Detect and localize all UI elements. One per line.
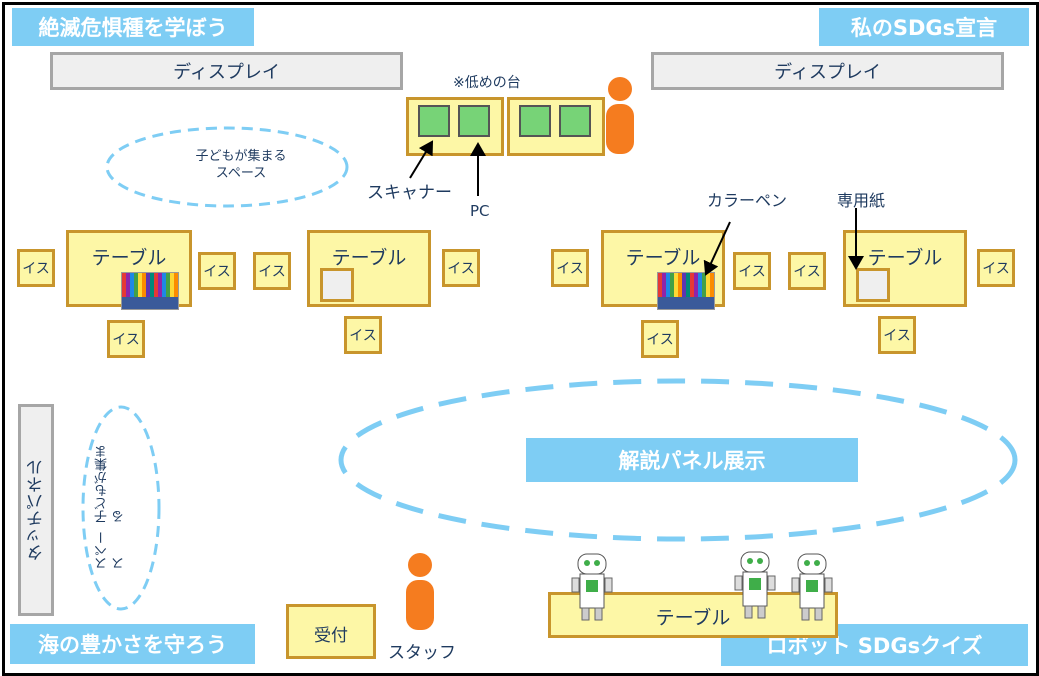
robot-icon [734, 551, 776, 619]
zone-label-sdgs-declaration: 私のSDGs宣言 [819, 8, 1029, 46]
robot-icon [571, 553, 613, 621]
pc-device [559, 105, 591, 137]
color-pen-arrow [703, 221, 731, 276]
scanner-device [418, 105, 450, 137]
table-label: テーブル [867, 247, 943, 269]
chair: イス [198, 252, 236, 290]
chair: イス [788, 252, 826, 290]
scanner-stand-right [507, 97, 605, 156]
pc-device [458, 105, 490, 137]
table-label: テーブル [91, 247, 167, 269]
scanner-device [519, 105, 551, 137]
robot-table-label: テーブル [655, 607, 731, 629]
zone-label-robot-quiz: ロボット SDGsクイズ [721, 624, 1028, 666]
person-icon [606, 77, 634, 154]
chair: イス [442, 249, 480, 287]
color-pen-set-icon [121, 272, 179, 310]
zone-label-text: 海の豊かさを守ろう [38, 633, 227, 657]
zone-label-text: 絶滅危惧種を学ぼう [38, 16, 228, 40]
display-right: ディスプレイ [651, 52, 1004, 90]
chair: イス [344, 316, 382, 354]
touch-panel: タッチパネル [18, 404, 54, 616]
panel-display-text: 解説パネル展示 [618, 449, 766, 473]
color-pen-set-icon [657, 272, 715, 310]
chair: イス [733, 252, 771, 290]
chair: イス [641, 320, 679, 358]
special-paper-icon [320, 268, 354, 302]
chair: イス [977, 249, 1015, 287]
display-label: ディスプレイ [173, 62, 280, 83]
zone-label-text: ロボット SDGsクイズ [766, 634, 983, 658]
zone-label-ocean: 海の豊かさを守ろう [10, 624, 255, 664]
staff-icon [406, 553, 434, 630]
table-label: テーブル [331, 247, 407, 269]
reception-label: 受付 [314, 626, 348, 646]
robot-icon [791, 553, 833, 621]
pc-annotation: PC [470, 202, 490, 220]
kids-space-ellipse-bottom [81, 405, 161, 611]
kids-space-label: 子どもが集まる スペース [178, 148, 304, 182]
chair: イス [17, 249, 55, 287]
zone-label-endangered-species: 絶滅危惧種を学ぼう [12, 8, 254, 46]
chair: イス [878, 316, 916, 354]
special-paper-icon [856, 268, 890, 302]
kids-space-ellipse-top [105, 126, 349, 208]
scanner-annotation: スキャナー [367, 183, 452, 203]
color-pen-annotation: カラーペン [707, 191, 788, 210]
display-label: ディスプレイ [774, 62, 881, 83]
chair: イス [107, 320, 145, 358]
scanner-arrow [409, 140, 434, 179]
reception-desk: 受付 [286, 604, 376, 659]
display-left: ディスプレイ [50, 52, 403, 90]
table-label: テーブル [625, 247, 701, 269]
zone-label-text: 私のSDGs宣言 [850, 16, 998, 40]
low-stand-note: ※低めの台 [453, 75, 521, 91]
kids-space-line2: スペース [215, 166, 267, 181]
chair: イス [551, 249, 589, 287]
panel-display-label: 解説パネル展示 [526, 438, 858, 482]
chair: イス [253, 252, 291, 290]
kids-space-line1: 子どもが集まる [195, 149, 287, 164]
special-paper-annotation: 専用紙 [837, 191, 886, 210]
panel-display-ellipse [338, 378, 1018, 542]
staff-label: スタッフ [388, 643, 456, 663]
